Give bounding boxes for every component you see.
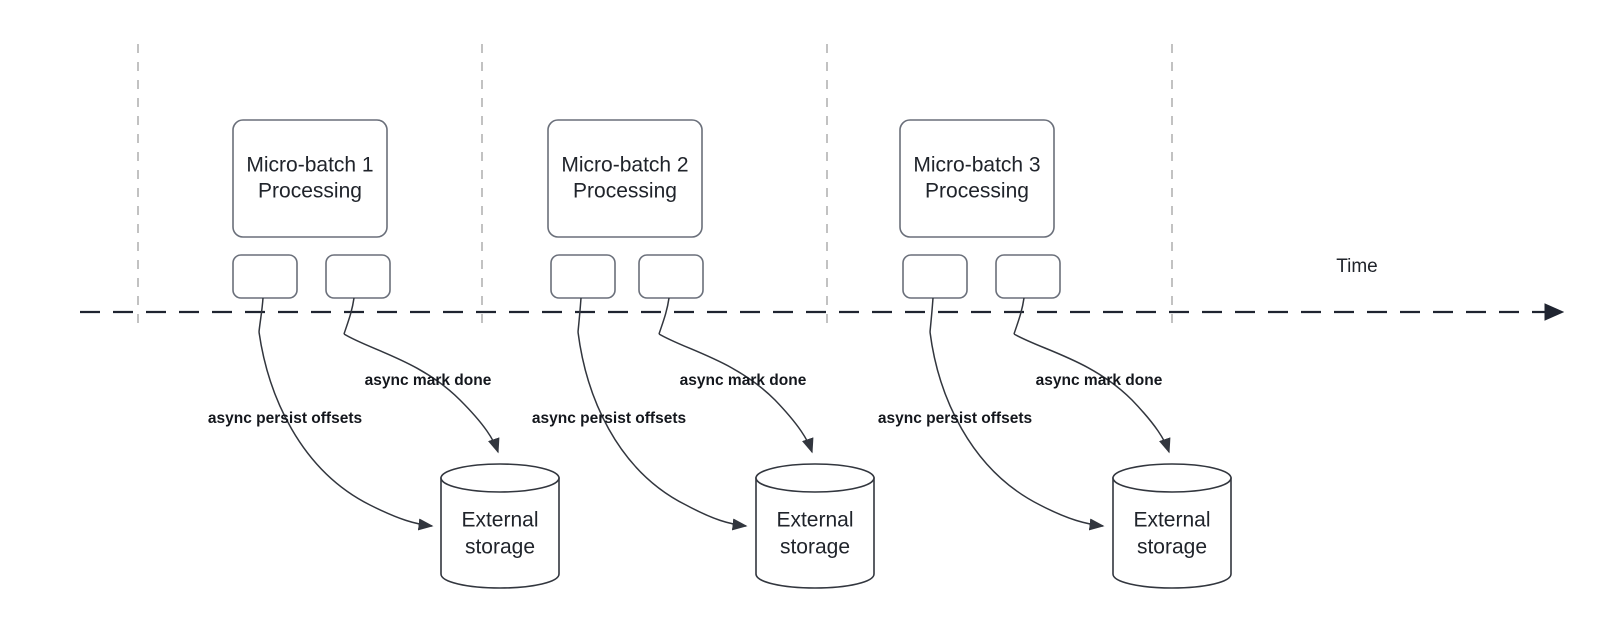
micro-batch-2-label-line1: Micro-batch 2 <box>561 154 688 177</box>
micro-batch-3-label-line2: Processing <box>925 180 1029 203</box>
micro-batch-3-group: Micro-batch 3 Processing async persist o… <box>878 119 1232 589</box>
external-storage-2-body <box>755 477 875 589</box>
micro-batch-1-mark-done-label: async mark done <box>365 372 492 389</box>
micro-batch-2-mark-done-task[interactable] <box>638 254 704 299</box>
micro-batch-2-label-line2: Processing <box>573 180 677 203</box>
micro-batch-3-mark-done-label: async mark done <box>1036 372 1163 389</box>
external-storage-3[interactable]: External storage <box>1112 463 1232 589</box>
external-storage-1[interactable]: External storage <box>440 463 560 589</box>
micro-batch-2-persist-offsets-label: async persist offsets <box>532 410 686 427</box>
micro-batch-3-mark-done-arrow <box>1013 333 1171 454</box>
micro-batch-1-persist-offsets-task[interactable] <box>232 254 298 299</box>
micro-batch-2-group: Micro-batch 2 Processing async persist o… <box>532 119 875 589</box>
micro-batch-1-persist-stem <box>258 297 264 333</box>
micro-batch-2-mark-done-arrow <box>658 333 814 454</box>
micro-batch-1-group: Micro-batch 1 Processing async persist o… <box>208 119 560 589</box>
micro-batch-1-persist-offsets-arrow <box>258 331 434 531</box>
external-storage-1-label-line2: storage <box>465 536 535 559</box>
micro-batch-1-box[interactable] <box>232 119 388 238</box>
external-storage-2-top <box>755 463 875 493</box>
micro-batch-3-persist-offsets-label: async persist offsets <box>878 410 1032 427</box>
external-storage-1-top <box>440 463 560 493</box>
micro-batch-2-persist-offsets-task[interactable] <box>550 254 616 299</box>
micro-batch-2-markdone-stem <box>658 297 670 335</box>
time-axis-label: Time <box>1336 256 1378 277</box>
external-storage-3-top <box>1112 463 1232 493</box>
micro-batch-2-persist-offsets-arrow <box>577 331 748 531</box>
micro-batch-2-mark-done-label: async mark done <box>680 372 807 389</box>
external-storage-2-label-line2: storage <box>780 536 850 559</box>
external-storage-3-label-line1: External <box>1133 509 1210 532</box>
micro-batch-3-markdone-stem <box>1013 297 1025 335</box>
micro-batch-2-persist-stem <box>577 297 582 333</box>
micro-batch-1-label-line1: Micro-batch 1 <box>246 154 373 177</box>
time-axis-group: Time <box>80 256 1565 321</box>
micro-batch-3-label-line1: Micro-batch 3 <box>913 154 1040 177</box>
micro-batch-1-mark-done-arrow <box>343 333 500 454</box>
micro-batch-2-box[interactable] <box>547 119 703 238</box>
micro-batch-3-persist-offsets-arrow <box>929 331 1105 531</box>
external-storage-2-label-line1: External <box>776 509 853 532</box>
micro-batch-1-persist-offsets-label: async persist offsets <box>208 410 362 427</box>
external-storage-1-body <box>440 477 560 589</box>
external-storage-1-label-line1: External <box>461 509 538 532</box>
external-storage-3-body <box>1112 477 1232 589</box>
external-storage-3-label-line2: storage <box>1137 536 1207 559</box>
micro-batch-1-markdone-stem <box>343 297 355 335</box>
micro-batch-3-persist-stem <box>929 297 934 333</box>
micro-batch-1-label-line2: Processing <box>258 180 362 203</box>
micro-batch-3-mark-done-task[interactable] <box>995 254 1061 299</box>
micro-batch-3-box[interactable] <box>899 119 1055 238</box>
micro-batch-3-persist-offsets-task[interactable] <box>902 254 968 299</box>
external-storage-2[interactable]: External storage <box>755 463 875 589</box>
micro-batch-1-mark-done-task[interactable] <box>325 254 391 299</box>
